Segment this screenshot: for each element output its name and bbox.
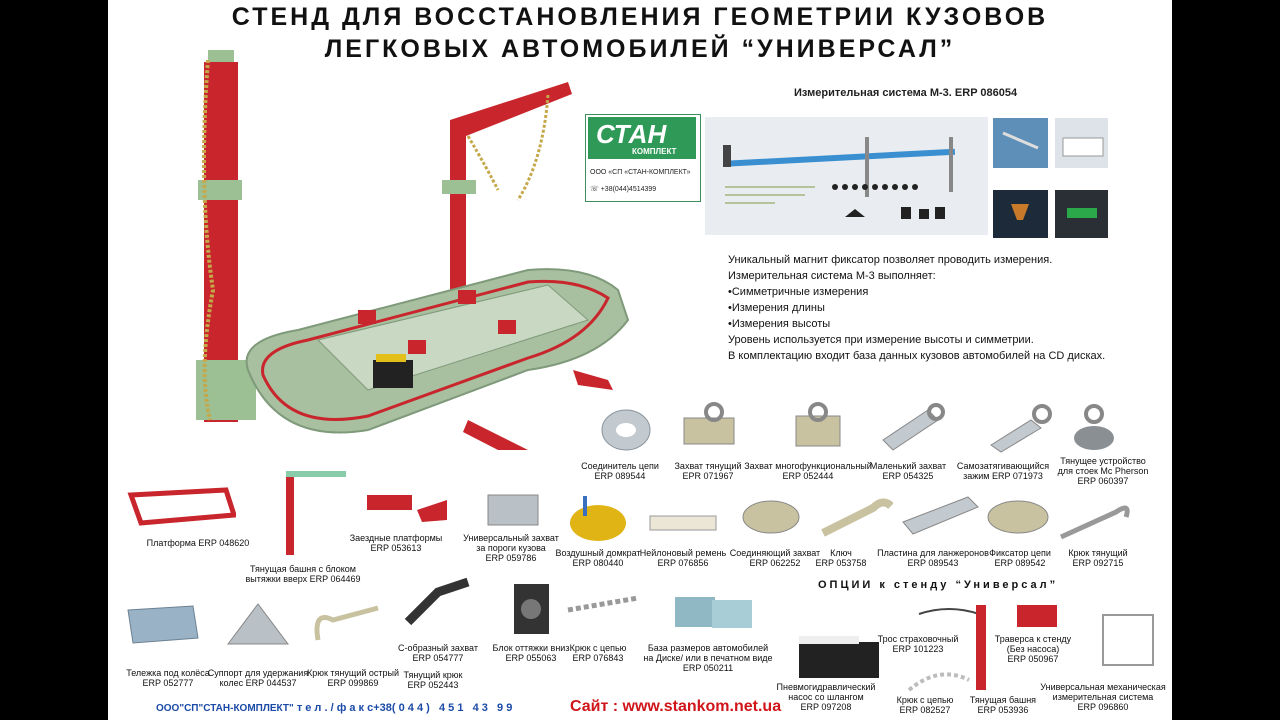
photo-down-pull [514, 584, 549, 634]
photo-nylon-belt [649, 515, 717, 531]
photo-plate [902, 496, 979, 535]
item-caption: Универсальная механическая измерительная… [1040, 682, 1166, 712]
company-logo: СТАН КОМПЛЕКТ [588, 117, 696, 159]
logo-sub: КОМПЛЕКТ [632, 147, 677, 156]
photo-small-clamp [882, 403, 945, 451]
photo-ramps [367, 495, 447, 522]
photo-wheel-support [227, 603, 289, 645]
item-caption: Захват многофункциональный ERP 052444 [744, 461, 872, 481]
measuring-bar [725, 148, 956, 167]
item-caption: Тянущая башня ERP 053936 [969, 695, 1037, 715]
photo-size-database [675, 597, 752, 628]
title-line-1: СТЕНД ДЛЯ ВОССТАНОВЛЕНИЯ ГЕОМЕТРИИ КУЗОВ… [231, 3, 1049, 31]
photo-pull-hook [1059, 505, 1130, 540]
item-caption: Трос страховочный ERP 101223 [877, 634, 959, 654]
company-phone: +38(044)4514399 [600, 186, 657, 193]
item-caption: Платформа ERP 048620 [146, 538, 250, 548]
photo-chain-connector [601, 409, 651, 451]
photo-air-jack [570, 496, 626, 541]
photo-detail-1 [993, 118, 1048, 168]
item-caption: Тянущий крюк ERP 052443 [403, 670, 463, 690]
photo-multi-clamp [795, 402, 841, 447]
photo-mcpherson-puller [1074, 404, 1114, 450]
measure-line: •Измерения длины [728, 302, 825, 314]
item-caption: Самозатягивающийся зажим ERP 071973 [956, 461, 1050, 481]
photo-mech-measure [1102, 614, 1154, 666]
item-caption: Нейлоновый ремень ERP 076856 [639, 548, 727, 568]
footer-phone: +38( 0 4 4 ) 4 5 1 4 3 9 9 [373, 702, 513, 714]
item-caption: Крюк тянущий ERP 092715 [1068, 548, 1128, 568]
item-caption: Блок оттяжки вниз ERP 055063 [492, 643, 570, 663]
photo-hook-chain [567, 595, 639, 613]
stand-illustration [196, 50, 630, 450]
title-line-2: ЛЕГКОВЫХ АВТОМОБИЛЕЙ “УНИВЕРСАЛ” [324, 35, 956, 63]
measure-description: Уникальный магнит фиксатор позволяет про… [728, 252, 1168, 364]
photo-c-clamp [404, 577, 470, 626]
measure-line: •Симметричные измерения [728, 286, 869, 298]
options-heading: ОПЦИИ к стенду “Универсал” [818, 579, 1059, 591]
item-caption: Тянущая башня с блоком вытяжки вверх ERP… [245, 564, 361, 584]
photo-sharp-hook [314, 605, 379, 641]
item-caption: Крюк с цепью ERP 082527 [896, 695, 954, 715]
item-caption: Тележка под колёса ERP 052777 [126, 668, 210, 688]
logo-main: СТАН [596, 119, 667, 149]
pump [373, 360, 413, 388]
photo-pump [799, 636, 879, 678]
item-caption: Пневмогидравлический насос со шлангом ER… [776, 682, 876, 712]
item-caption: С-образный захват ERP 054777 [398, 643, 478, 663]
footer: ООО"СП"СТАН-КОМПЛЕКТ" т е л . / ф а к с+… [156, 702, 512, 714]
photo-traverse [1017, 605, 1057, 627]
footer-company: ООО"СП"СТАН-КОМПЛЕКТ" [156, 703, 294, 714]
measuring-kit-photo [705, 117, 988, 235]
item-caption: Воздушный домкрат ERP 080440 [555, 548, 641, 568]
photo-platform [127, 487, 236, 526]
photo-safety-cable [918, 608, 980, 615]
item-caption: Траверса к стенду (Без насоса) ERP 05096… [994, 634, 1072, 664]
photo-connect-clamp [742, 500, 800, 534]
photo-sill-clamp [487, 494, 539, 526]
company-phone-small: ☏ +38(044)4514399 [590, 185, 656, 193]
photo-pull-clamp [683, 402, 735, 445]
photo-detail-2 [1055, 118, 1108, 168]
measure-heading: Измерительная система М-3. ERP 086054 [794, 87, 1018, 99]
phone-icon: ☏ [590, 186, 599, 193]
tower-cap [208, 50, 234, 62]
footer-site[interactable]: Сайт : www.stankom.net.ua [570, 698, 782, 715]
photo-detail-3 [993, 190, 1048, 238]
footer-phone-label: т е л . / ф а к с [296, 702, 374, 714]
photo-chain-fixer [987, 500, 1049, 534]
photo-wheel-dolly [127, 605, 199, 644]
tower-chain [202, 59, 216, 421]
item-caption: База размеров автомобилей на Диске/ или … [643, 643, 773, 673]
photo-detail-4 [1055, 190, 1108, 238]
item-caption: Ключ ERP 053758 [815, 548, 867, 568]
photo-self-clamp [990, 404, 1052, 453]
measure-line: Измерительная система М-3 выполняет: [728, 270, 936, 282]
measure-line: Уникальный магнит фиксатор позволяет про… [728, 254, 1053, 266]
photo-key [821, 498, 893, 537]
item-caption: Фиксатор цепи ERP 089542 [989, 548, 1051, 568]
item-caption: Соединитель цепи ERP 089544 [581, 461, 659, 481]
measure-line: В комплектацию входит база данных кузово… [728, 350, 1106, 362]
item-caption: Крюк тянущий острый ERP 099869 [307, 668, 399, 688]
item-caption: Захват тянущий EPR 071967 [674, 461, 742, 481]
item-caption: Суппорт для удержания колес ERP 044537 [207, 668, 309, 688]
photo-hook-chain-2 [907, 672, 970, 692]
company-card: СТАН КОМПЛЕКТ ООО «СП «СТАН-КОМПЛЕКТ» ☏ … [585, 114, 701, 202]
photo-pull-tower [286, 471, 346, 555]
item-caption: Заездные платформы ERP 053613 [349, 533, 443, 553]
item-caption: Тянущее устройство для стоек Mc Pherson … [1057, 456, 1149, 486]
item-caption: Универсальный захват за пороги кузова ER… [463, 533, 559, 563]
crane-post [450, 120, 466, 320]
measure-line: •Измерения высоты [728, 318, 831, 330]
item-caption: Соединяющий захват ERP 062252 [729, 548, 821, 568]
company-name: ООО «СП «СТАН-КОМПЛЕКТ» [590, 169, 691, 176]
item-caption: Маленький захват ERP 054325 [869, 461, 947, 481]
measure-line: Уровень используется при измерение высот… [728, 334, 1034, 346]
photo-pull-tower-2 [976, 605, 986, 690]
product-sheet: СТЕНД ДЛЯ ВОССТАНОВЛЕНИЯ ГЕОМЕТРИИ КУЗОВ… [108, 0, 1172, 720]
item-caption: Пластина для ланжеронов ERP 089543 [877, 548, 989, 568]
item-caption: Крюк с цепью ERP 076843 [569, 643, 627, 663]
